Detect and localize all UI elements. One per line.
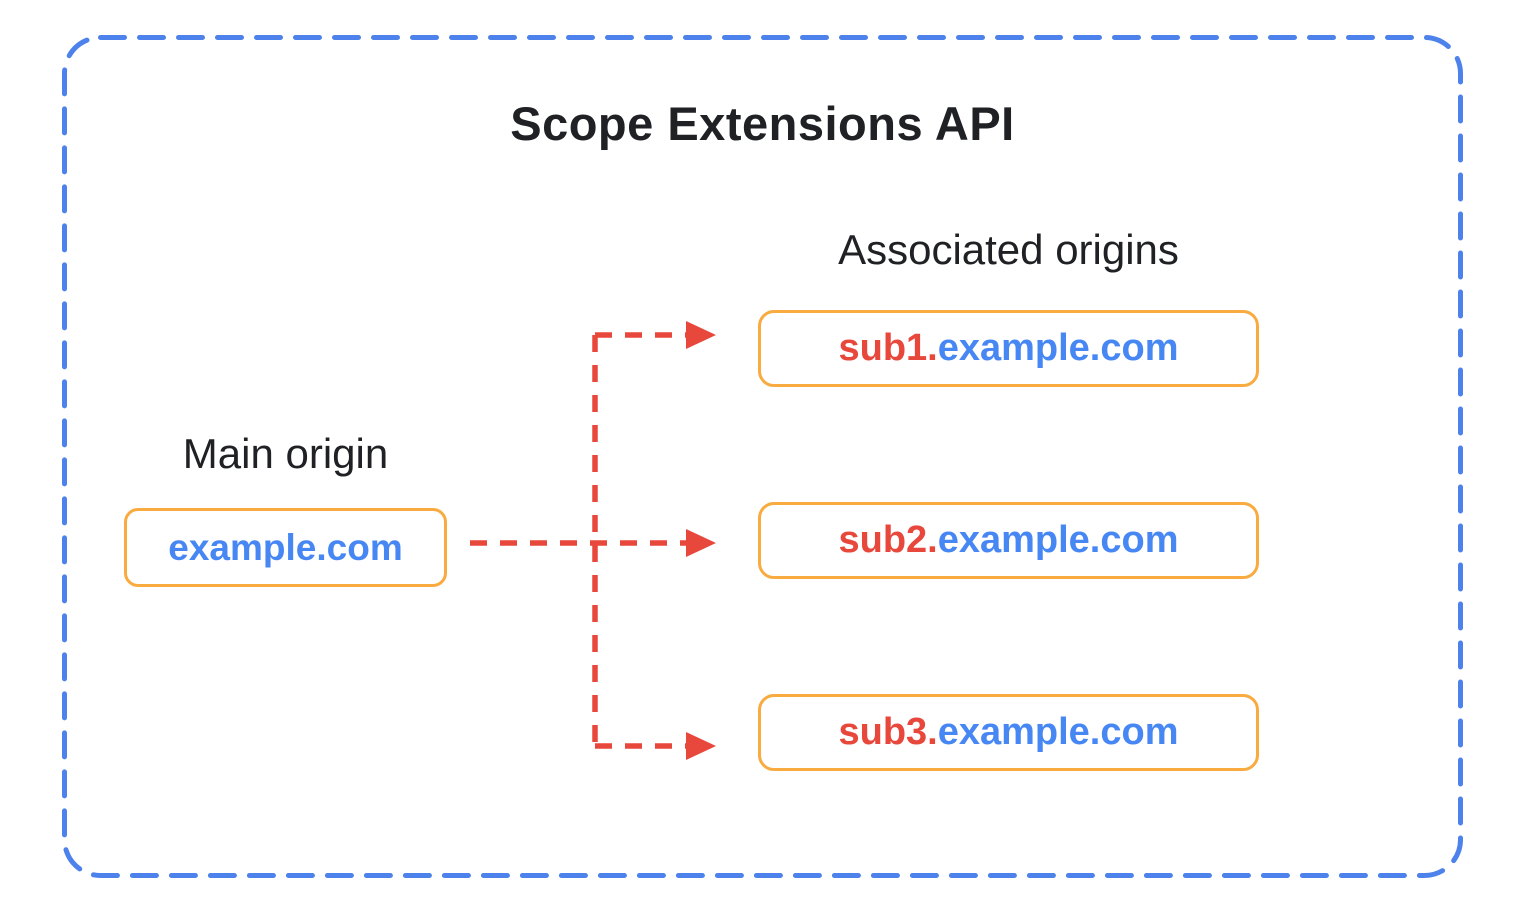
associated-origin-box-sub1: sub1.example.com (758, 310, 1259, 387)
subdomain-prefix: sub3. (838, 711, 938, 753)
main-origin-box: example.com (124, 508, 447, 587)
associated-origins-label: Associated origins (838, 226, 1179, 273)
subdomain-prefix: sub2. (838, 519, 938, 561)
associated-origin-box-sub2: sub2.example.com (758, 502, 1259, 579)
arrowhead-sub3-icon (686, 732, 716, 760)
main-origin-label: Main origin (182, 430, 389, 477)
subdomain-suffix: example.com (937, 711, 1179, 753)
diagram-title: Scope Extensions API (510, 97, 1015, 150)
arrowhead-sub2-icon (686, 529, 716, 557)
associated-origin-box-sub3: sub3.example.com (758, 694, 1259, 771)
scope-boundary-border (62, 35, 1463, 878)
subdomain-prefix: sub1. (838, 327, 938, 369)
subdomain-suffix: example.com (937, 519, 1179, 561)
main-origin-domain: example.com (168, 526, 403, 568)
arrowhead-sub1-icon (686, 321, 716, 349)
subdomain-suffix: example.com (937, 327, 1179, 369)
